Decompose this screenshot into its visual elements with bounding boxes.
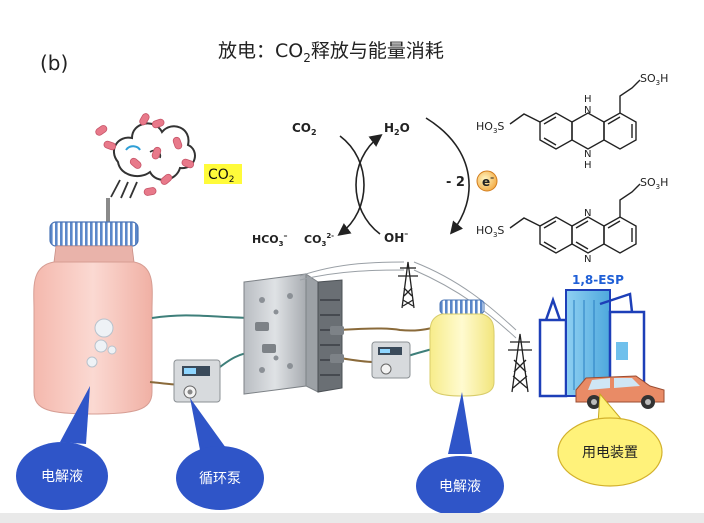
svg-text:循环泵: 循环泵 — [199, 471, 241, 487]
callout-device: 用电装置 — [557, 392, 663, 487]
molecule-reduced-n2-h: H — [584, 160, 592, 171]
svg-text:电解液: 电解液 — [439, 479, 481, 495]
hco3-label: HCO3– — [252, 231, 288, 248]
svg-text:用电装置: 用电装置 — [582, 445, 638, 461]
co2-molecules — [95, 113, 195, 196]
molecule-reduced-left-group: HO3S — [476, 120, 504, 135]
electrolyte-tank-left — [33, 198, 153, 415]
co3-label: CO32- — [304, 232, 334, 248]
electron-icon — [476, 170, 498, 192]
molecule-reduced-n2: N — [584, 149, 591, 160]
molecule-oxidized — [509, 183, 641, 254]
co2-top-left: CO2 — [292, 121, 317, 137]
circulation-pump-right — [371, 341, 411, 379]
flow-battery-stack — [243, 273, 344, 395]
panel-label: (b) — [40, 51, 68, 75]
pylon-bottom — [508, 333, 532, 393]
molecule-reduced — [509, 79, 641, 150]
molecule-name: 1,8-ESP — [572, 273, 624, 287]
molecule-oxidized-n2: N — [584, 254, 591, 265]
oh-label: OH– — [384, 229, 408, 245]
pylon-top — [398, 261, 418, 309]
molecule-oxidized-right-group: SO3H — [640, 176, 668, 191]
page-title: 放电：CO2释放与能量消耗 — [218, 40, 444, 65]
callout-pump: 循环泵 — [176, 398, 264, 510]
h2o-top-right: H2O — [384, 121, 410, 137]
molecule-reduced-right-group: SO3H — [640, 72, 668, 87]
svg-text:e–: e– — [482, 173, 494, 189]
molecule-oxidized-n1: N — [584, 208, 591, 219]
svg-text:电解液: 电解液 — [41, 469, 83, 485]
molecule-reduced-n1: N — [584, 105, 591, 116]
co2-gas-cloud — [95, 113, 196, 199]
svg-text:CO2: CO2 — [208, 167, 235, 185]
circulation-pump-left — [173, 359, 221, 403]
callout-electrolyte-right: 电解液 — [416, 392, 504, 516]
bottom-edge-bar — [0, 513, 704, 523]
molecule-oxidized-left-group: HO3S — [476, 224, 504, 239]
electrolyte-tank-right — [429, 299, 495, 397]
molecule-reduced-n1-h: H — [584, 94, 592, 105]
car — [575, 375, 665, 409]
reaction-cycle: CO2 H2O HCO3– CO32- OH– - 2 e– — [252, 117, 498, 248]
callout-electrolyte-left: 电解液 — [16, 386, 108, 510]
co2-label: CO2 — [204, 164, 242, 185]
electron-count: - 2 — [446, 175, 465, 190]
